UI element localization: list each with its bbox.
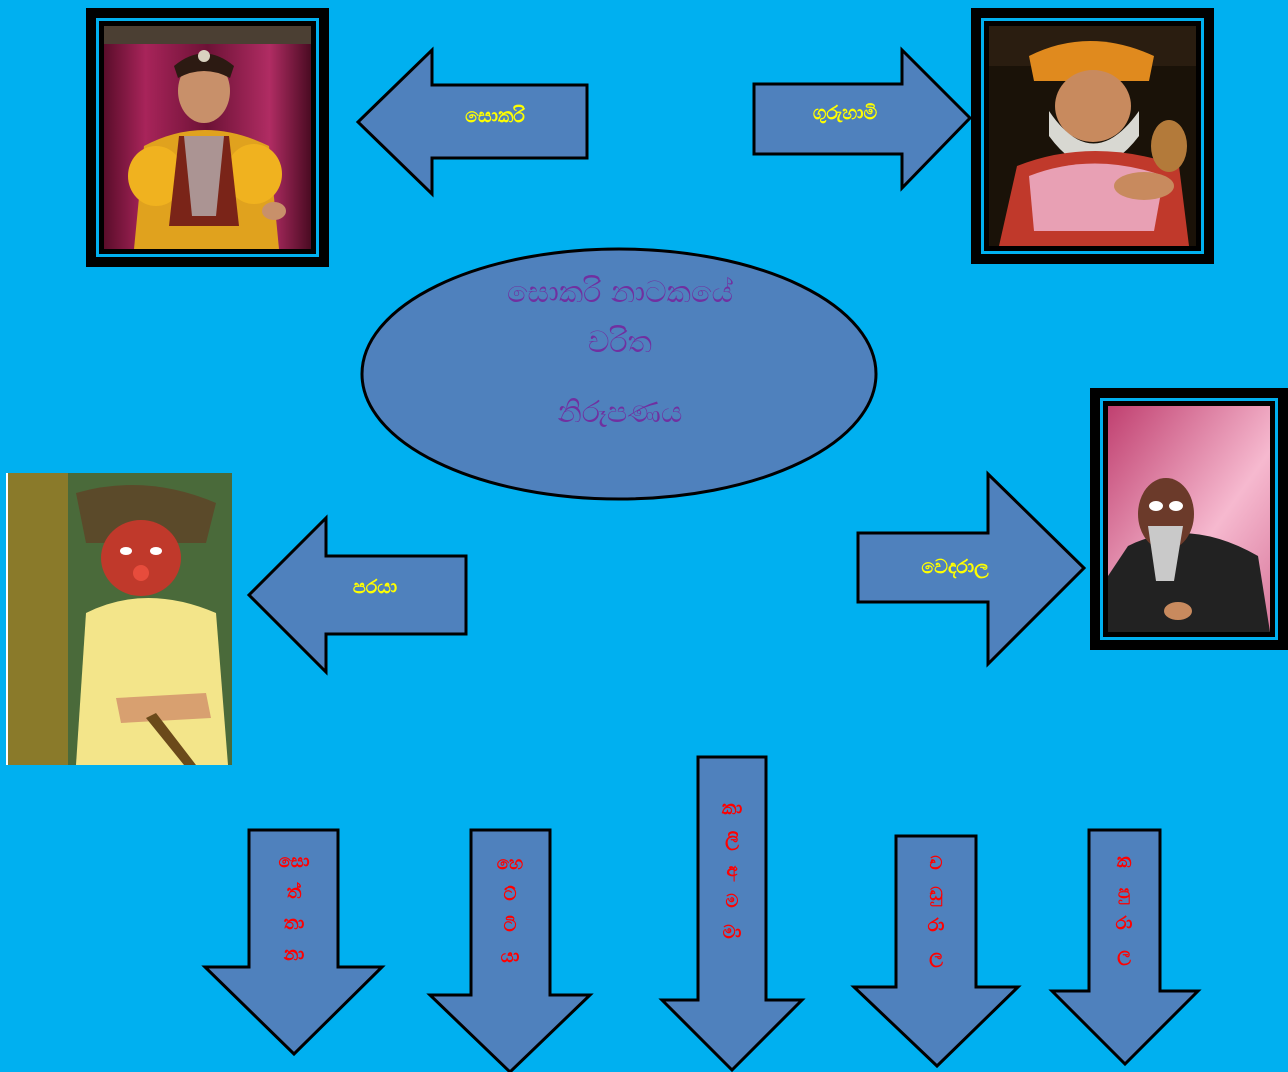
down-arrow-4 [850, 834, 1022, 1069]
center-ellipse [360, 247, 878, 501]
label-vedarala: වෙදරාල [921, 556, 989, 578]
syllable: ඩු [929, 884, 943, 905]
label-guruhami: ගුරුහාමි [812, 102, 878, 124]
guruhami-photo-frame [971, 8, 1214, 264]
syllable: සො [278, 851, 310, 872]
syllable: ල [929, 946, 943, 967]
syllable: රා [1115, 913, 1133, 934]
down-label-1: සො ත් තා නා [256, 846, 332, 970]
down-arrow-1 [201, 828, 386, 1057]
syllable: ල [1117, 944, 1131, 965]
syllable: ත් [286, 882, 302, 903]
syllable: අ [726, 860, 738, 881]
down-arrow-3 [658, 755, 806, 1072]
syllable: මා [722, 922, 742, 943]
guruhami-photo [989, 26, 1196, 246]
down-label-2: හෙ ට් ටි යා [474, 848, 546, 972]
arrow-right-guruhami [752, 46, 973, 192]
vedarala-photo-frame [1090, 388, 1288, 650]
down-label-3: කා ලි අ ම මා [700, 793, 764, 948]
center-title: සොකරි නාටකයේ චරිත නිරූපණය [420, 268, 820, 438]
paraya-photo [6, 473, 232, 765]
down-arrow-2 [426, 828, 594, 1072]
syllable: කා [721, 798, 743, 819]
syllable: ම [725, 891, 739, 912]
syllable: රා [927, 915, 945, 936]
syllable: ට් [503, 884, 517, 905]
syllable: පු [1117, 882, 1131, 903]
syllable: තා [283, 913, 305, 934]
syllable: ලි [725, 829, 739, 850]
vedarala-photo [1108, 406, 1270, 632]
sokari-photo [104, 26, 311, 249]
arrow-left-paraya [246, 514, 468, 676]
down-label-5: ක පු රා ල [1090, 846, 1158, 970]
syllable: යා [500, 946, 520, 967]
arrow-left-sokari [355, 46, 589, 198]
syllable: හෙ [496, 853, 524, 874]
center-title-line2: චරිත [587, 325, 653, 360]
label-paraya: පරයා [352, 576, 398, 598]
syllable: ක [1116, 851, 1132, 872]
down-label-4: ච ඩු රා ල [900, 848, 972, 972]
sokari-photo-frame [86, 8, 329, 267]
syllable: ටි [503, 915, 517, 936]
syllable: නා [283, 944, 305, 965]
center-title-line3: නිරූපණය [557, 395, 683, 430]
label-sokari: සොකරි [465, 105, 525, 127]
down-arrow-5 [1048, 828, 1202, 1067]
arrow-right-vedarala [856, 470, 1087, 668]
center-title-line1: සොකරි නාටකයේ [506, 275, 734, 310]
syllable: ච [929, 853, 943, 874]
